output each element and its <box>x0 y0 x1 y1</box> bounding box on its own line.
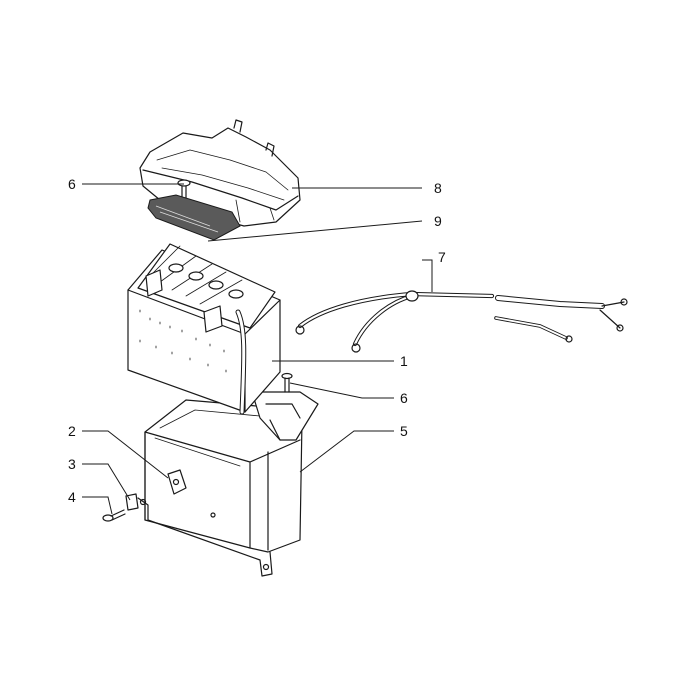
callout-6-screw: 6 <box>400 390 408 406</box>
battery <box>127 243 281 415</box>
callout-5-tray: 5 <box>400 423 408 439</box>
battery-tray <box>137 391 319 577</box>
callout-numbers: 6 8 9 7 1 6 2 5 3 4 <box>68 176 446 505</box>
callout-leader-lines <box>82 183 433 515</box>
callout-2-clip: 2 <box>68 423 76 439</box>
callout-8-cover: 8 <box>434 180 442 196</box>
cable-harness <box>295 290 628 353</box>
callout-1-battery: 1 <box>400 353 408 369</box>
terminal-screw <box>281 372 293 393</box>
callout-7-harness: 7 <box>438 249 446 265</box>
callout-6-cover-screw: 6 <box>68 176 76 192</box>
mounting-bolt <box>102 509 126 522</box>
foam-pad <box>147 194 241 241</box>
callout-9-pad: 9 <box>434 213 442 229</box>
callout-4-bolt: 4 <box>68 489 76 505</box>
callout-3-bracket: 3 <box>68 456 76 472</box>
